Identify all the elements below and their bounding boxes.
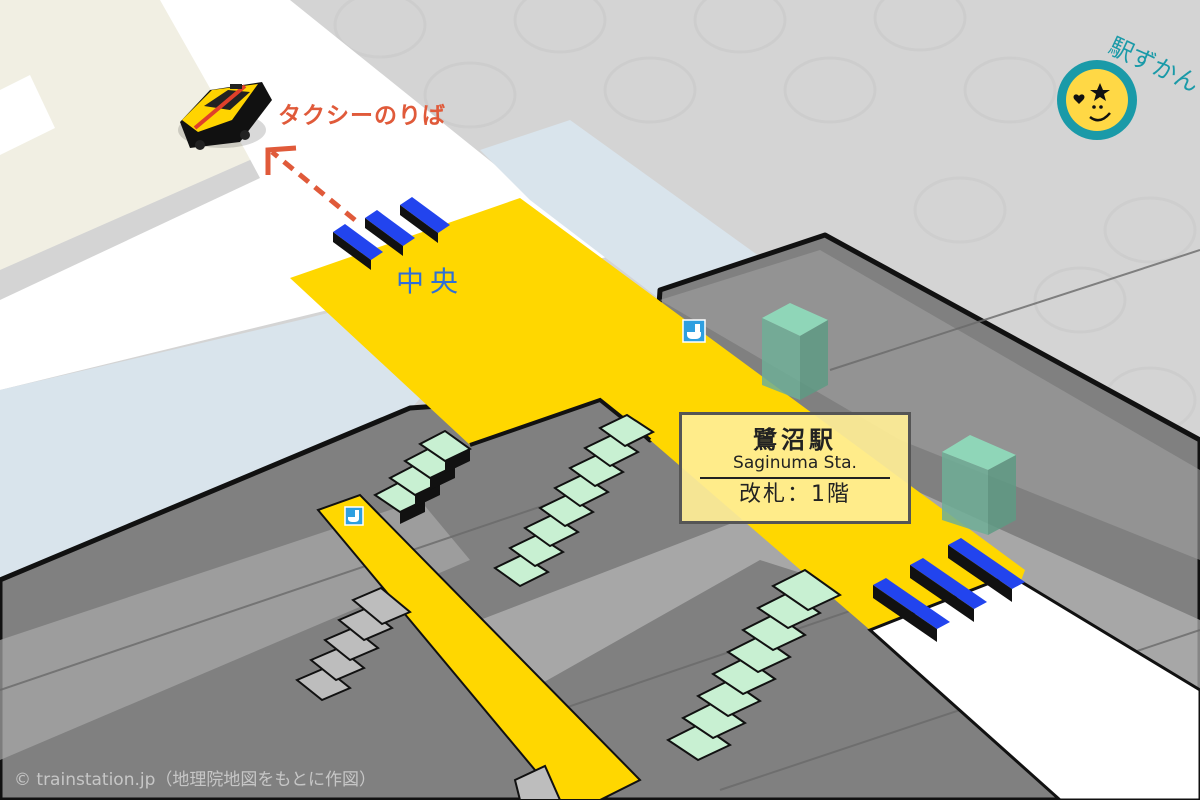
exit-name-label: 中央 [396,265,465,298]
stairs-icon [295,586,412,702]
station-name-ja: 鷺沼駅 [753,426,837,454]
toilet-icon [682,319,706,343]
station-info-card: 鷺沼駅 Saginuma Sta. 改札：1階 [679,412,911,524]
copyright-credit: © trainstation.jp（地理院地図をもとに作図） [14,770,377,790]
ticket-gate-icon [873,538,1025,642]
stairs-icon [666,568,842,762]
card-divider [700,477,890,479]
smiley-face-icon [1057,60,1137,140]
bridge [316,493,642,800]
sidewalk [0,0,620,390]
stairs-icon [513,764,562,800]
platform-strip [0,500,470,760]
dashed-arrow-icon [265,145,357,222]
elevator-icon [762,303,828,400]
stairs-icon [373,429,472,524]
ticket-gate-icon [333,197,450,270]
white-patch [0,75,55,155]
gate-floor-info: 改札：1階 [739,482,851,507]
stairs-icon [493,413,656,588]
taxi-icon [178,82,272,150]
elevator-icon [942,435,1016,535]
station-name-en: Saginuma Sta. [733,453,857,473]
brand-logo: 駅ずかん [1057,32,1200,140]
taxi-stand-label: タクシーのりば [278,103,446,129]
toilet-icon [344,506,364,526]
